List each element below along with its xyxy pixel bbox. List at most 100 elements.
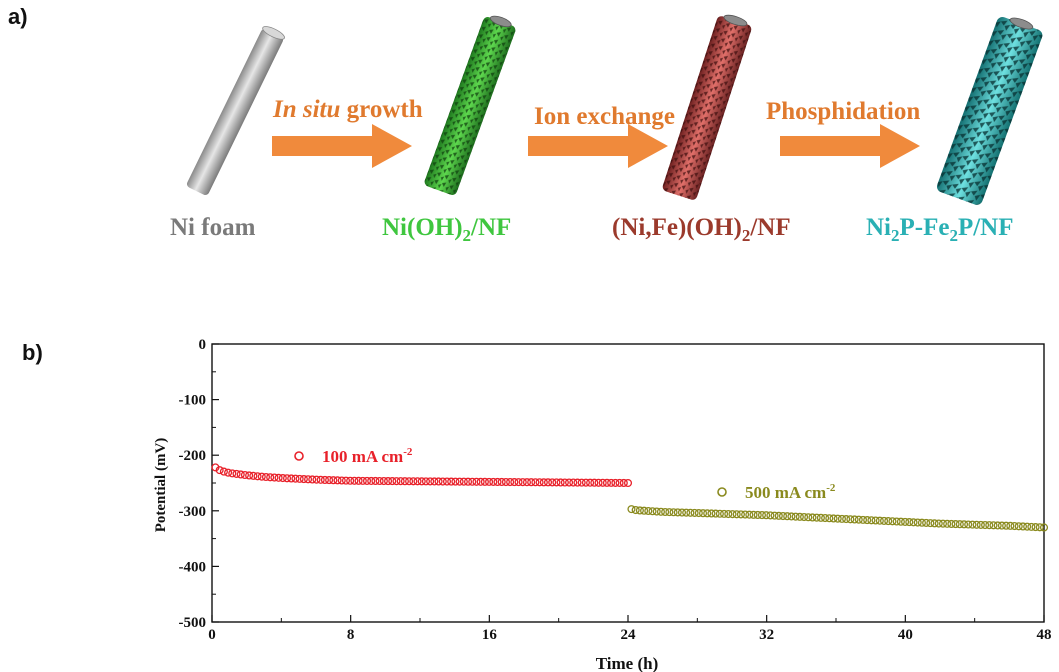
data-point <box>573 478 582 487</box>
data-point <box>308 475 317 484</box>
y-tick-label: -300 <box>179 504 207 520</box>
data-point <box>320 475 329 484</box>
data-point <box>219 467 228 476</box>
data-point <box>661 507 670 517</box>
data-point <box>791 512 800 521</box>
data-point <box>930 519 939 528</box>
y-tick-label: -400 <box>179 559 207 575</box>
x-tick-label: 48 <box>1037 627 1052 643</box>
data-point <box>627 505 636 514</box>
data-point <box>476 477 485 486</box>
data-point <box>506 478 515 487</box>
data-point <box>409 477 418 486</box>
data-point <box>367 476 376 485</box>
data-point <box>215 466 224 475</box>
data-point <box>590 478 599 487</box>
x-tick-label: 24 <box>621 627 637 643</box>
data-point <box>993 521 1002 530</box>
data-point <box>858 515 868 524</box>
data-point <box>569 478 578 487</box>
ni-foam-rod <box>186 26 285 196</box>
data-point <box>480 477 489 486</box>
data-point <box>257 472 266 481</box>
data-point <box>1039 523 1049 532</box>
data-point <box>602 478 612 487</box>
data-point <box>673 508 682 517</box>
data-point <box>652 507 661 516</box>
data-point <box>426 477 435 486</box>
data-point <box>804 513 813 522</box>
data-point <box>417 477 426 486</box>
data-point <box>371 476 380 486</box>
data-point <box>379 476 388 486</box>
panel-a-label: a) <box>8 4 28 29</box>
data-point <box>253 472 262 481</box>
data-point <box>682 508 691 517</box>
data-point <box>261 472 271 482</box>
y-tick-label: -500 <box>179 615 207 631</box>
data-point <box>854 515 863 524</box>
data-point <box>741 510 750 519</box>
x-axis-label: Time (h) <box>596 654 659 672</box>
step-label-nifeoh2: (Ni,Fe)(OH)2/NF <box>612 214 791 245</box>
data-point <box>981 520 990 530</box>
data-point <box>829 514 838 523</box>
data-point <box>800 512 809 522</box>
data-point <box>846 515 855 524</box>
data-point <box>236 470 245 479</box>
data-point <box>451 477 460 486</box>
data-point <box>644 506 653 516</box>
data-point <box>442 477 452 486</box>
data-point <box>947 519 956 529</box>
data-point <box>350 476 359 485</box>
panel-b-label: b) <box>22 340 43 365</box>
data-point <box>972 520 981 529</box>
data-point <box>228 469 237 478</box>
legend-100-label: 100 mA cm-2 <box>322 446 413 466</box>
data-point <box>884 517 893 526</box>
data-point <box>938 519 948 528</box>
data-point <box>926 519 935 528</box>
data-point <box>964 520 973 529</box>
data-point <box>400 477 409 486</box>
arrow-2-label: Ion exchange <box>534 103 675 130</box>
data-point <box>905 518 914 527</box>
data-point <box>778 511 788 521</box>
data-point <box>1035 523 1044 532</box>
arrow-1-label: In situ growth <box>272 96 423 123</box>
data-point <box>736 510 745 519</box>
data-point <box>698 509 708 518</box>
data-point <box>783 512 792 521</box>
data-point <box>224 468 233 477</box>
data-point <box>985 521 994 530</box>
data-point <box>707 509 716 518</box>
data-point <box>901 517 910 526</box>
data-point <box>312 475 321 484</box>
data-point <box>518 478 527 487</box>
data-point <box>413 477 422 486</box>
data-point <box>560 478 569 487</box>
data-point <box>1014 522 1023 531</box>
arrow-3 <box>780 124 920 168</box>
y-tick-label: -200 <box>179 448 207 464</box>
data-point <box>762 511 771 520</box>
data-point <box>375 476 384 486</box>
data-point <box>316 475 325 484</box>
data-point <box>757 511 767 520</box>
data-point <box>333 476 342 485</box>
data-point <box>816 513 825 522</box>
data-point <box>732 510 741 519</box>
data-point <box>325 476 334 485</box>
data-point <box>640 506 649 515</box>
data-point <box>611 478 620 487</box>
data-point <box>565 478 574 487</box>
legend-500: 500 mA cm-2 <box>717 482 836 502</box>
data-point <box>879 516 889 525</box>
data-point <box>749 510 758 519</box>
data-point <box>635 506 644 515</box>
data-point <box>329 476 338 485</box>
data-point <box>598 478 607 487</box>
data-point <box>270 473 279 482</box>
data-point <box>686 508 695 517</box>
